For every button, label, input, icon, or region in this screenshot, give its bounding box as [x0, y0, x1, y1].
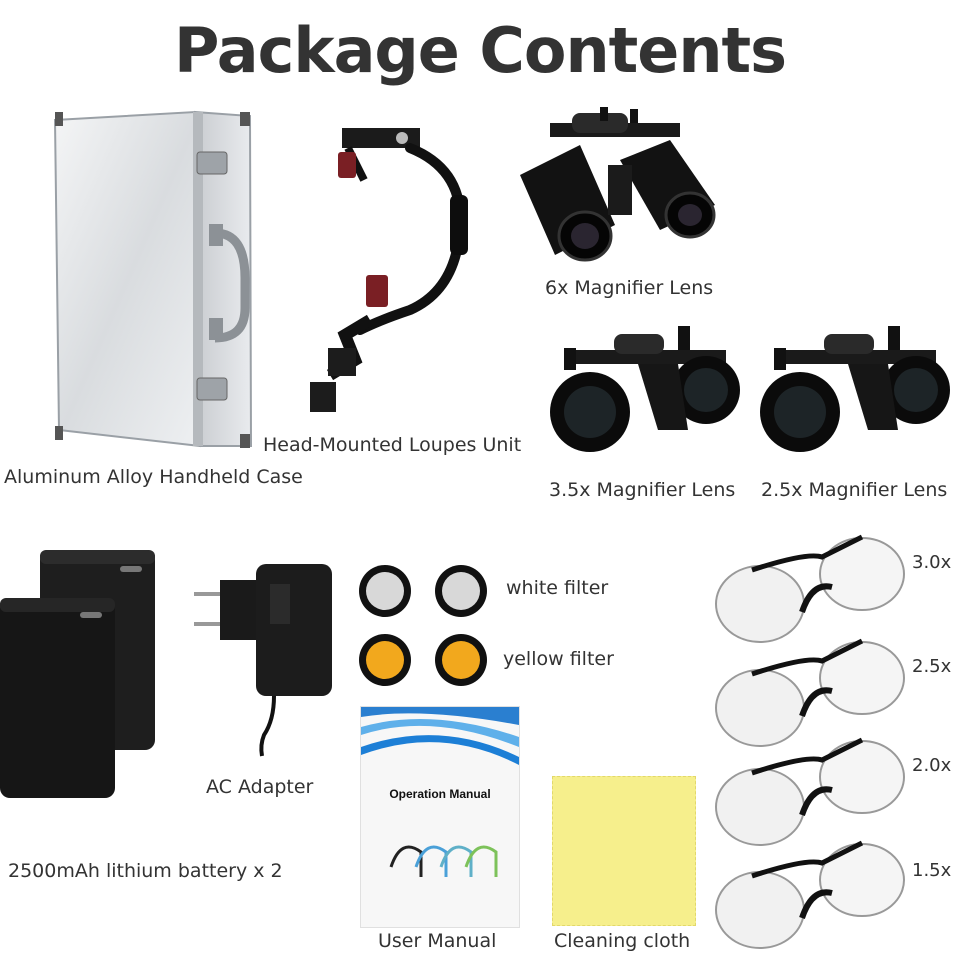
adapter-label: AC Adapter	[206, 776, 314, 798]
case-label: Aluminum Alloy Handheld Case	[4, 466, 303, 488]
head-mounted-unit-image	[310, 128, 468, 412]
lens-6x-label: 6x Magnifier Lens	[545, 277, 714, 299]
head-unit-label: Head-Mounted Loupes Unit	[263, 434, 522, 456]
lens-2-5x-image	[760, 326, 950, 452]
clip-lens-label-0: 3.0x	[912, 552, 952, 573]
clip-lens-3-0x-image	[715, 534, 905, 643]
battery-image	[0, 550, 155, 798]
clip-lens-1-5x-image	[715, 840, 905, 949]
yellow-filter-label: yellow filter	[503, 648, 614, 670]
lens-2-5x-label: 2.5x Magnifier Lens	[761, 479, 948, 501]
manual-cover-text: Operation Manual	[389, 787, 491, 801]
cleaning-cloth-image	[552, 776, 696, 926]
yellow-filter-icon	[359, 634, 487, 686]
page-title: Package Contents	[173, 14, 787, 87]
cloth-label: Cleaning cloth	[554, 930, 691, 952]
ac-adapter-image	[194, 564, 332, 757]
clip-lens-2-5x-image	[715, 638, 905, 747]
lens-3-5x-image	[550, 326, 740, 452]
aluminum-case-image	[53, 110, 253, 448]
white-filter-label: white filter	[506, 577, 609, 599]
battery-label: 2500mAh lithium battery x 2	[8, 860, 283, 882]
clip-lens-label-2: 2.0x	[912, 755, 952, 776]
manual-label: User Manual	[378, 930, 497, 952]
lens-6x-image	[520, 107, 716, 262]
user-manual-image: Operation Manual	[360, 706, 520, 928]
lens-3-5x-label: 3.5x Magnifier Lens	[549, 479, 736, 501]
clip-lens-label-3: 1.5x	[912, 860, 952, 881]
white-filter-icon	[359, 565, 487, 617]
clip-lens-2-0x-image	[715, 737, 905, 846]
clip-lens-label-1: 2.5x	[912, 656, 952, 677]
